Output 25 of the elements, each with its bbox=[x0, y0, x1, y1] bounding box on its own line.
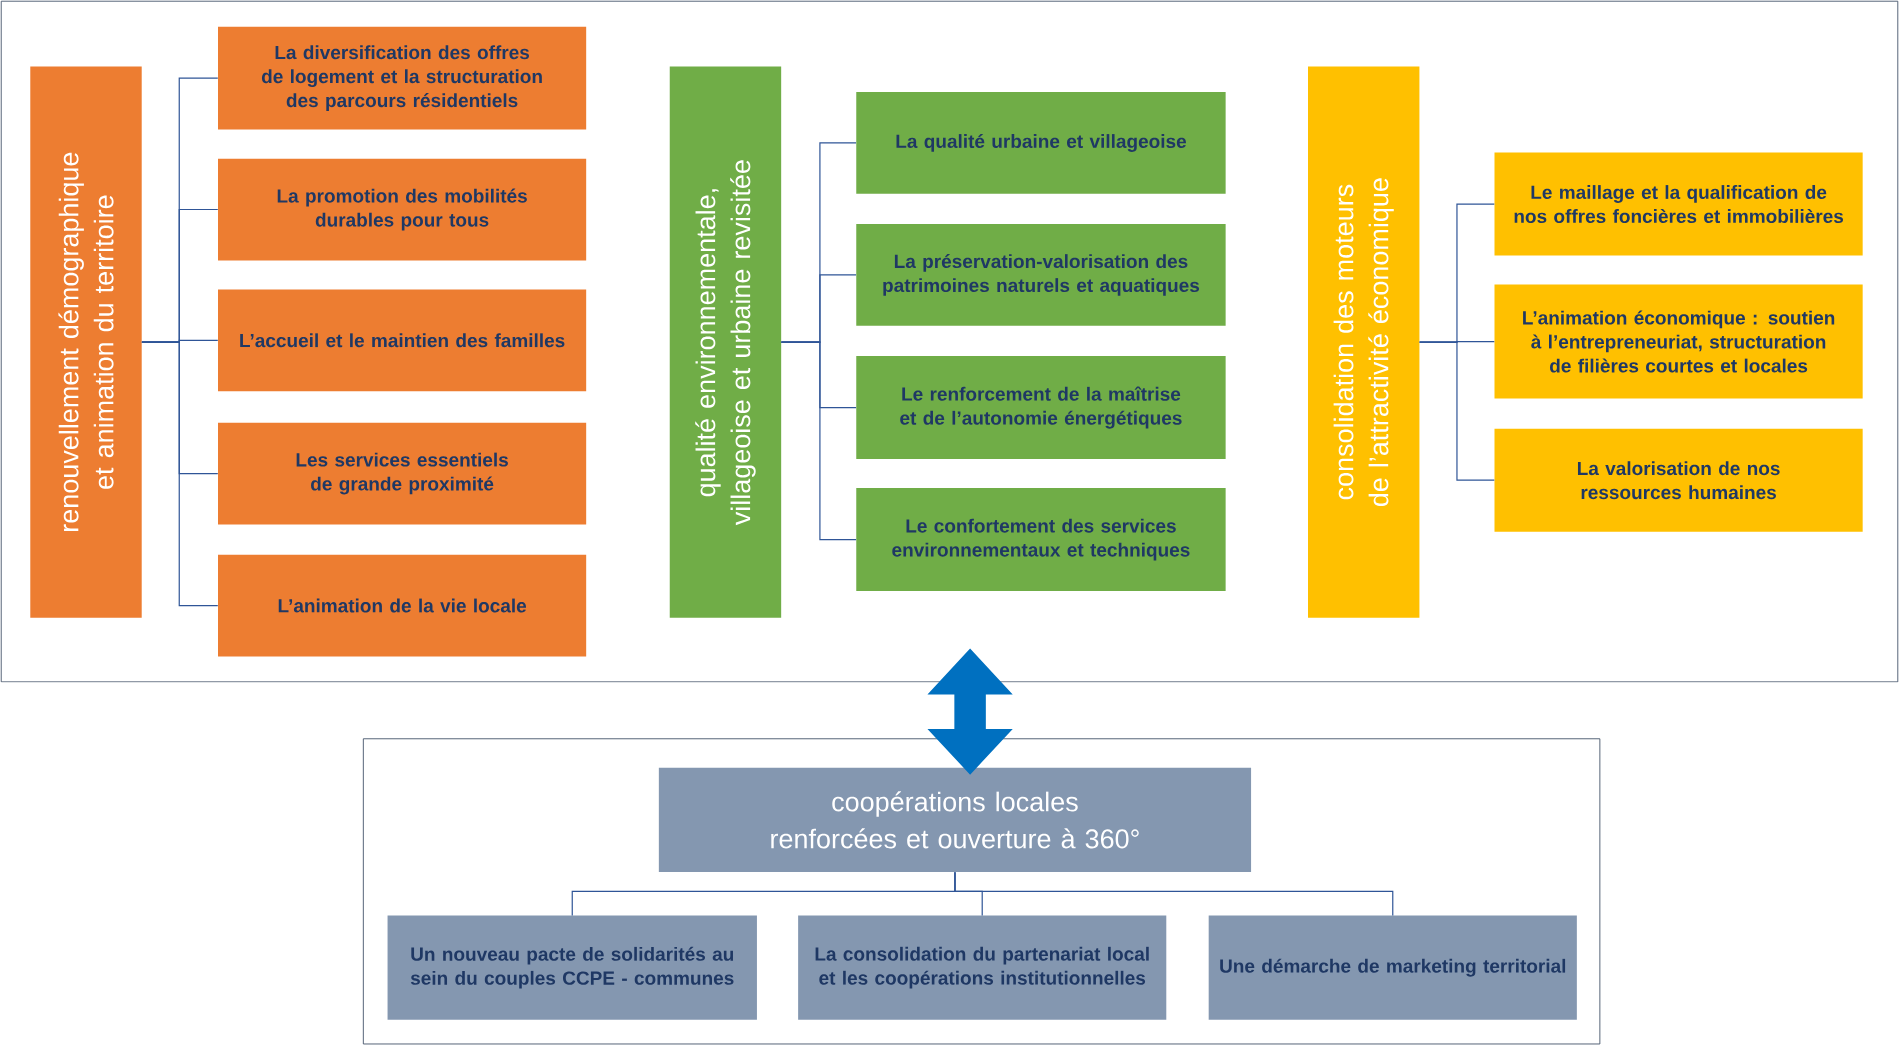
connector-line bbox=[954, 871, 1394, 916]
item-box: Le renforcement de la maîtrise et de l’autonomie énergétiques bbox=[856, 356, 1226, 459]
item-box: La qualité urbaine et villageoise bbox=[856, 92, 1226, 194]
item-box: L’accueil et le maintien des familles bbox=[218, 289, 587, 392]
frame-box bbox=[0, 0, 1899, 683]
item-box: Le maillage et la qualification de nos offres foncières et immobilières bbox=[1494, 152, 1863, 256]
heading-box: qualité environnementale, villageoise et urbaine revisitée bbox=[669, 66, 782, 618]
item-box: L’animation économique : soutien à l’entrepreneuriat, structuration de filières courtes et locales bbox=[1494, 284, 1863, 399]
item-box: La préservation-valorisation des patrimoines naturels et aquatiques bbox=[856, 224, 1226, 326]
heading-box: renouvellement démographique et animation du territoire bbox=[30, 66, 142, 618]
item-box: Le confortement des services environnementaux et techniques bbox=[856, 488, 1226, 591]
connector-line bbox=[780, 341, 857, 541]
heading-box: consolidation des moteurs de l’attractivité économique bbox=[1308, 66, 1420, 618]
item-box: La diversification des offres de logement et la structuration des parcours résidentiels bbox=[218, 26, 587, 130]
item-box: La consolidation du partenariat local et les coopérations institutionnelles bbox=[798, 915, 1167, 1020]
heading-box: coopérations locales renforcées et ouverture à 360° bbox=[658, 767, 1252, 872]
frame-box bbox=[362, 738, 1601, 1045]
connector-line bbox=[1419, 341, 1495, 481]
item-box: La valorisation de nos ressources humaines bbox=[1494, 428, 1863, 532]
item-box: La promotion des mobilités durables pour tous bbox=[218, 158, 587, 261]
item-box: Un nouveau pacte de solidarités au sein du couples CCPE - communes bbox=[387, 915, 757, 1020]
item-box: Les services essentiels de grande proximité bbox=[218, 422, 587, 525]
item-box: Une démarche de marketing territorial bbox=[1208, 915, 1577, 1020]
connector-line bbox=[141, 341, 219, 607]
item-box: L’animation de la vie locale bbox=[218, 554, 587, 657]
